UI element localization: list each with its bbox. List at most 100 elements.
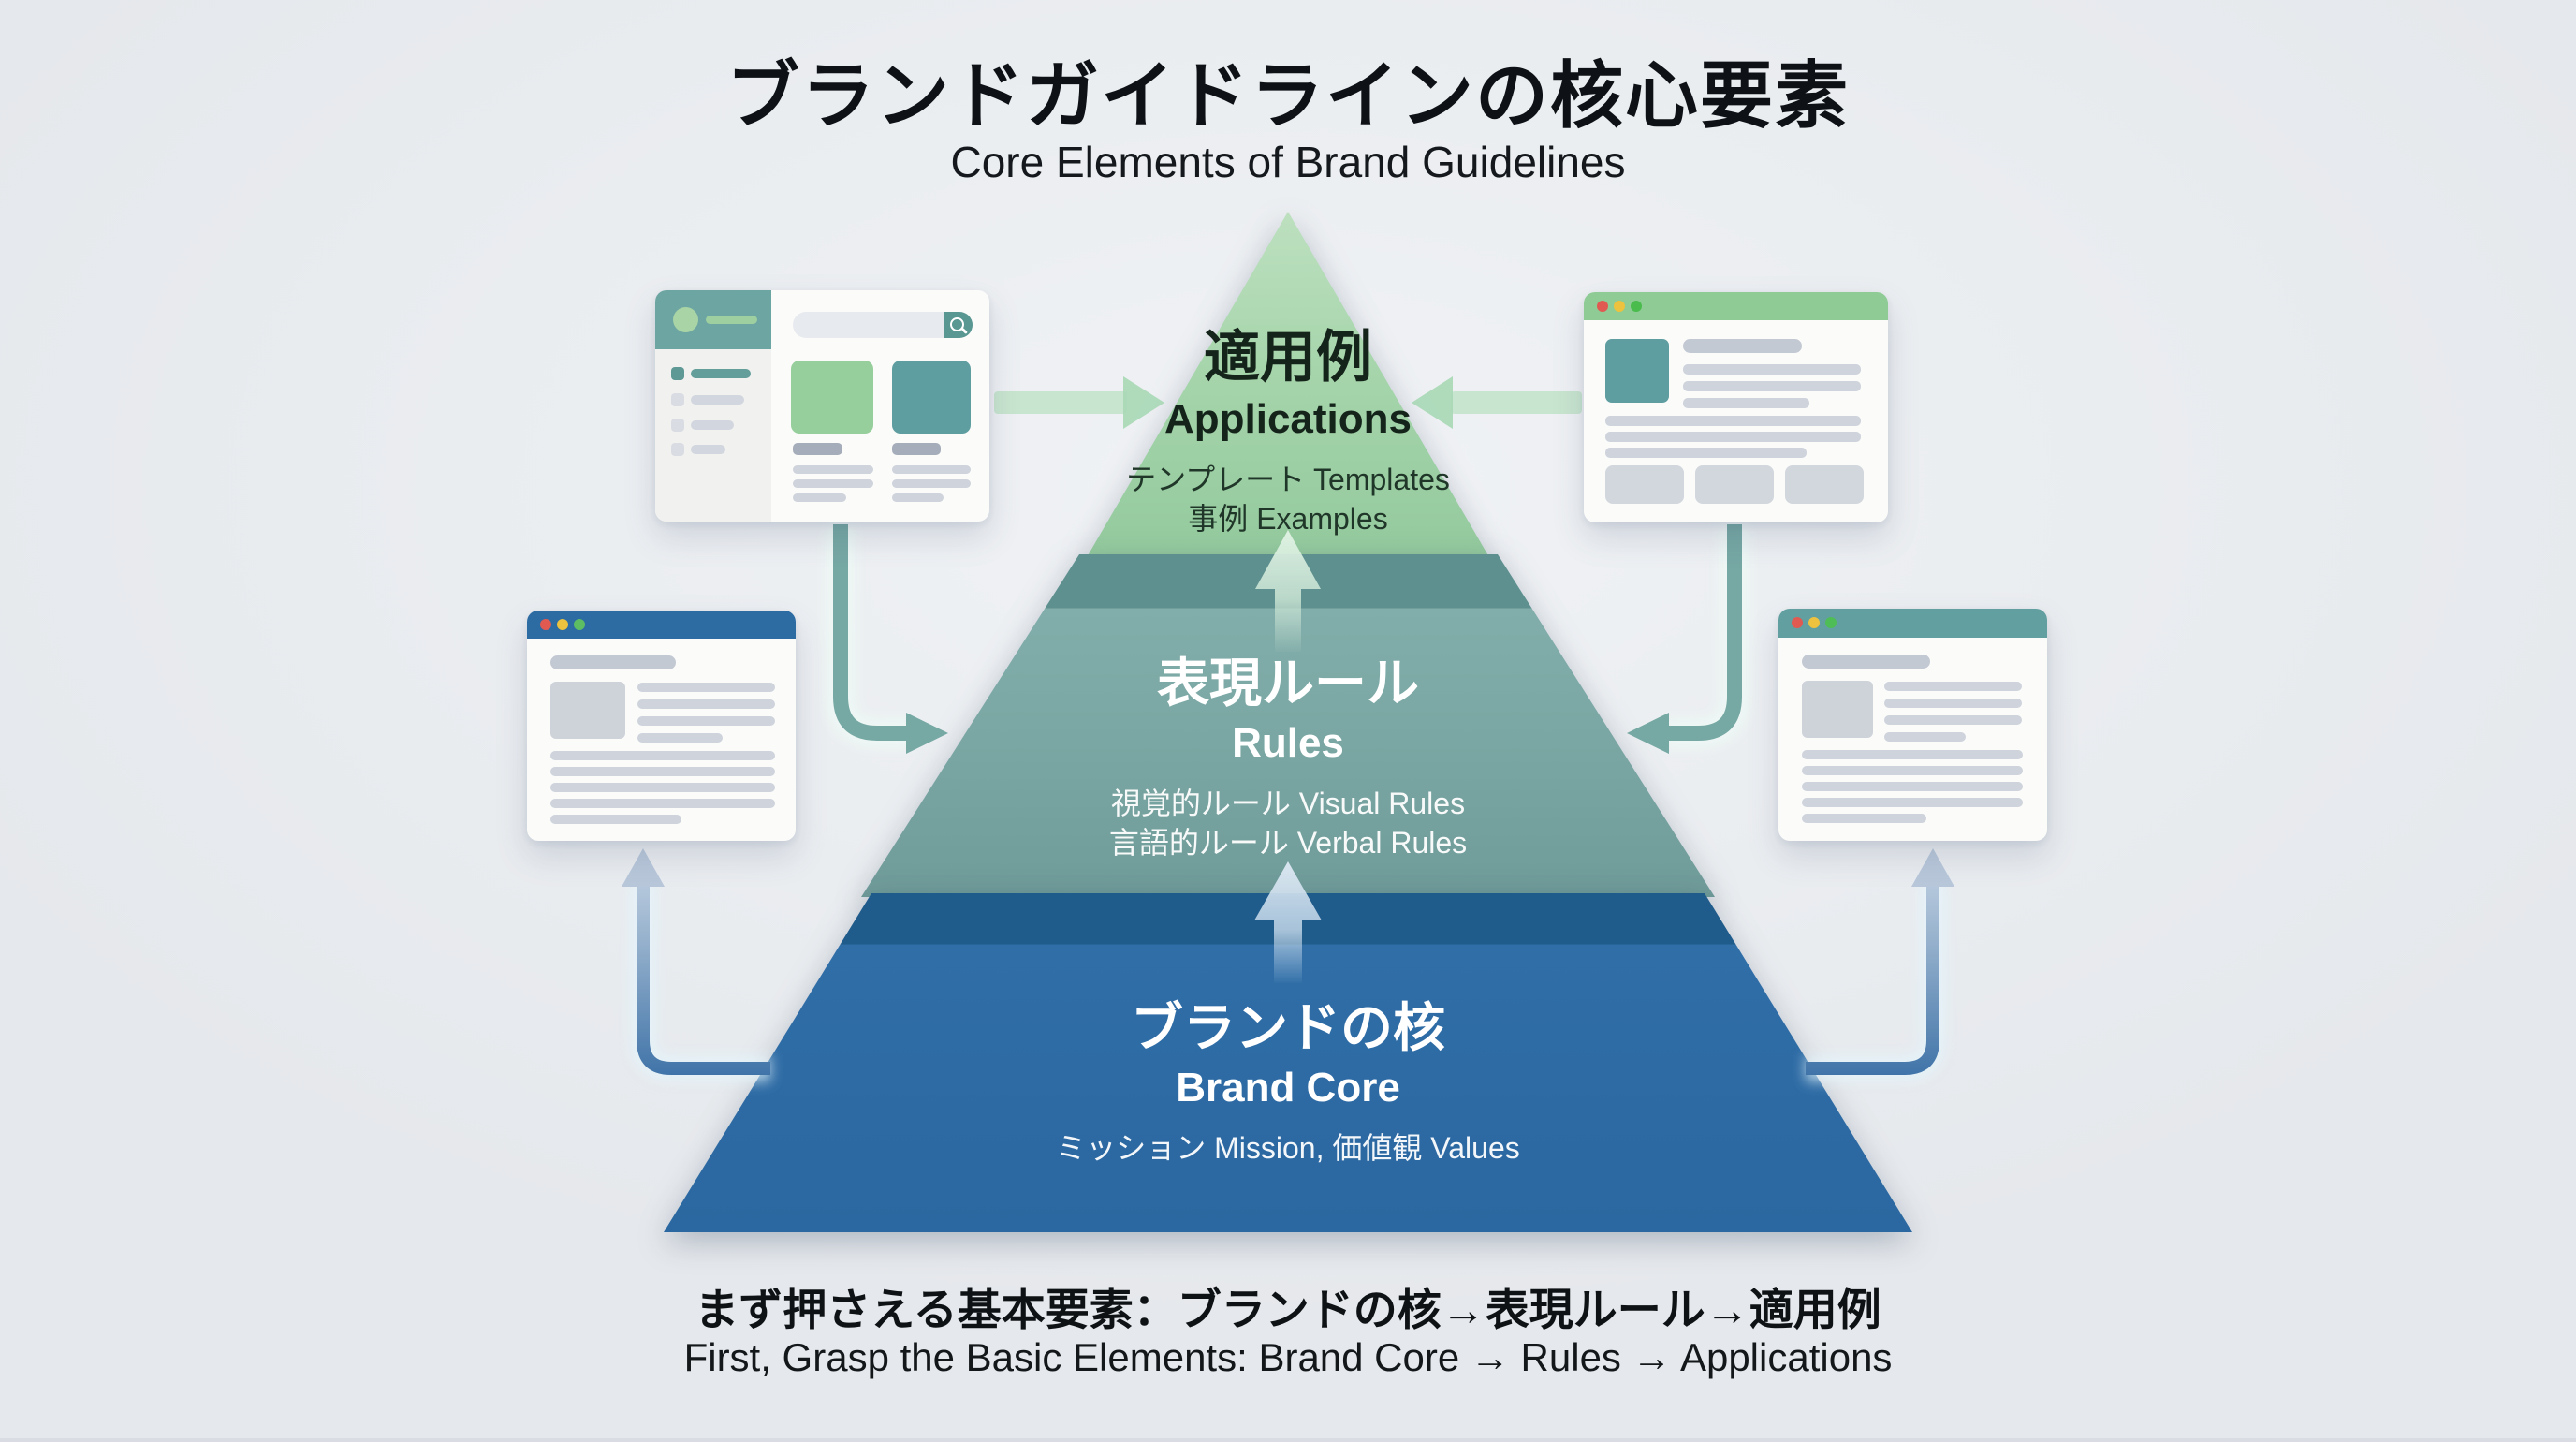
article-text-line [1683, 364, 1861, 375]
applications-title-en: Applications [1164, 396, 1412, 442]
card-thumbnail-green [791, 360, 873, 434]
thumbnail-placeholder [1695, 465, 1774, 504]
thumbnail-placeholder [1605, 465, 1684, 504]
rules-title-en: Rules [1232, 720, 1344, 766]
brand-core-title-en: Brand Core [1176, 1065, 1400, 1111]
search-input[interactable] [793, 312, 973, 338]
card-thumbnail-teal [892, 360, 971, 434]
sidebar-item[interactable] [691, 420, 734, 430]
footer-caption-en: First, Grasp the Basic Elements: Brand C… [683, 1335, 1893, 1379]
document-text-line [1884, 682, 2022, 691]
document-text-line [550, 799, 775, 808]
sidebar-icon-active[interactable] [671, 367, 684, 380]
card-title-pill [892, 443, 941, 455]
traffic-light-green-icon[interactable] [1631, 301, 1642, 312]
document-text-line [1802, 798, 2023, 807]
pyramid-level-applications [1083, 212, 1493, 564]
arrow-right-icon [994, 376, 1164, 429]
card-title-pill [793, 443, 842, 455]
page-subtitle: Core Elements of Brand Guidelines [950, 138, 1626, 186]
traffic-light-yellow-icon[interactable] [1808, 617, 1820, 628]
browser-titlebar [1778, 609, 2047, 638]
dashboard-logo-pill [706, 316, 757, 324]
sidebar-item[interactable] [691, 395, 744, 405]
document-image-placeholder [550, 682, 625, 739]
applications-label-group: 適用例 Applications テンプレート Templates 事例 Exa… [914, 330, 1662, 538]
card-text-line [793, 479, 873, 488]
document-text-line [550, 767, 775, 776]
document-title-pill [1802, 655, 1930, 669]
document-text-line [637, 699, 775, 709]
brand-core-detail-mission-values: ミッション Mission, 価値観 Values [1056, 1131, 1520, 1165]
document-text-line [1884, 699, 2022, 708]
thumbnail-placeholder [1785, 465, 1864, 504]
browser-titlebar [1584, 292, 1888, 320]
article-text-line [1605, 432, 1861, 442]
sidebar-icon[interactable] [671, 419, 684, 432]
document-text-line [1884, 732, 1966, 742]
traffic-light-yellow-icon[interactable] [557, 619, 568, 630]
dashboard-sidebar [655, 349, 771, 522]
applications-title-ja: 適用例 [1204, 326, 1372, 389]
article-text-line [1683, 381, 1861, 391]
mockup-browser-teal-window [1778, 609, 2047, 841]
rules-detail-visual: 視覚的ルール Visual Rules [1110, 787, 1466, 820]
card-text-line [892, 479, 971, 488]
rules-detail-verbal: 言語的ルール Verbal Rules [1108, 825, 1468, 860]
up-arrow-core-to-rules-icon [1254, 861, 1322, 983]
l-arrow-left-icon [622, 848, 770, 1075]
sidebar-item[interactable] [691, 445, 725, 454]
card-text-line [892, 493, 944, 502]
traffic-light-yellow-icon[interactable] [1614, 301, 1625, 312]
article-text-line [1605, 448, 1807, 458]
traffic-light-green-icon[interactable] [574, 619, 585, 630]
applications-detail-templates: テンプレート Templates [1126, 463, 1450, 496]
document-title-pill [550, 655, 676, 670]
applications-detail-examples: 事例 Examples [1188, 501, 1388, 536]
card-text-line [793, 493, 846, 502]
rules-label-group: 表現ルール Rules 視覚的ルール Visual Rules 言語的ルール V… [914, 657, 1662, 862]
traffic-light-red-icon[interactable] [1792, 617, 1803, 628]
brand-core-label-group: ブランドの核 Brand Core ミッション Mission, 価値観 Val… [914, 1002, 1662, 1169]
article-text-line [1605, 416, 1861, 426]
document-text-line [637, 683, 775, 692]
document-text-line [550, 815, 681, 824]
document-text-line [1802, 814, 1926, 823]
page-title: ブランドガイドラインの核心要素 [725, 54, 1850, 137]
curve-arrow-left-icon [833, 524, 948, 754]
sidebar-icon[interactable] [671, 443, 684, 456]
mockup-browser-green-window [1584, 292, 1888, 522]
card-text-line [892, 465, 971, 474]
document-image-placeholder [1802, 681, 1873, 738]
article-title-pill [1683, 339, 1802, 353]
rules-title-ja: 表現ルール [1157, 654, 1419, 713]
footer-caption-ja: まず押さえる基本要素：ブランドの核→表現ルール→適用例 [695, 1285, 1881, 1334]
brand-core-title-ja: ブランドの核 [1131, 998, 1445, 1057]
dashboard-header-block [655, 290, 771, 349]
document-text-line [1802, 782, 2023, 791]
l-arrow-right-icon [1806, 848, 1954, 1075]
browser-titlebar [527, 611, 796, 639]
document-text-line [550, 783, 775, 792]
card-text-line [793, 465, 873, 474]
document-text-line [550, 751, 775, 760]
article-text-line [1683, 398, 1809, 408]
search-button[interactable] [944, 312, 973, 338]
avatar [673, 307, 698, 332]
document-text-line [637, 716, 775, 726]
up-arrow-rules-to-applications-icon [1255, 530, 1321, 652]
traffic-light-red-icon[interactable] [540, 619, 551, 630]
article-image-placeholder [1605, 339, 1669, 403]
sidebar-item-active[interactable] [691, 369, 751, 378]
arrow-left-icon [1412, 376, 1582, 429]
sidebar-icon[interactable] [671, 393, 684, 406]
document-text-line [1884, 715, 2022, 725]
traffic-light-green-icon[interactable] [1825, 617, 1837, 628]
mockup-dashboard-window [655, 290, 989, 522]
traffic-light-red-icon[interactable] [1597, 301, 1608, 312]
mockup-browser-blue-window [527, 611, 796, 841]
curve-arrow-right-icon [1627, 524, 1742, 754]
document-text-line [1802, 766, 2023, 775]
